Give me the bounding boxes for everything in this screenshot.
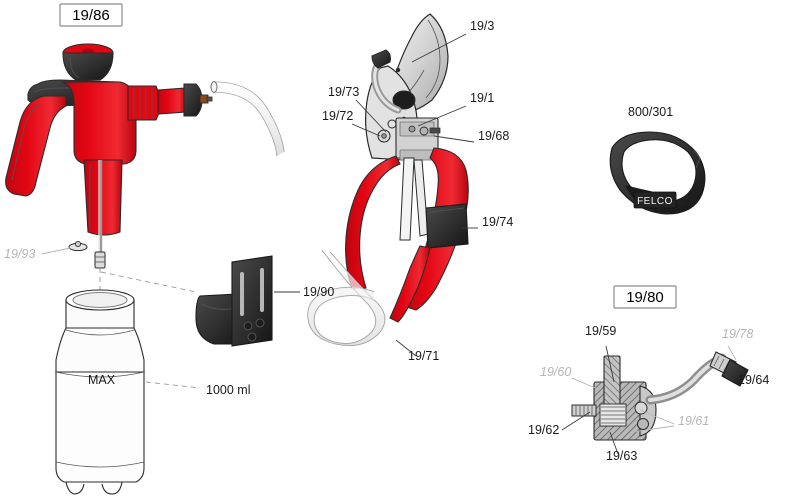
- leader-19-1: [417, 105, 467, 127]
- valve-spring: [599, 403, 627, 427]
- leader-19-68: [433, 135, 475, 143]
- hose-19-71: [307, 249, 386, 347]
- leader-19-64: [721, 373, 735, 381]
- part-19-73: 19/73: [328, 85, 359, 99]
- leader-19-61-b: [631, 425, 675, 433]
- leader-19-71: [395, 339, 417, 357]
- part-19-62: 19/62: [528, 423, 559, 437]
- pruner-assembly: [307, 13, 478, 357]
- leader-19-93: [41, 247, 71, 255]
- part-19-78: 19/78: [722, 327, 753, 341]
- valve-threaded-stub: [571, 404, 597, 417]
- part-19-64: 19/64: [738, 373, 769, 387]
- bottle-max-mark: MAX: [88, 373, 116, 387]
- pruner-valve-block: [377, 117, 441, 161]
- leader-19-60: [571, 377, 601, 391]
- leader-19-62: [561, 411, 591, 431]
- leader-19-78: [727, 345, 737, 361]
- leader-19-72: [351, 123, 381, 137]
- sprayer-outlet-tube: [210, 81, 285, 157]
- leader-19-3: [411, 33, 467, 63]
- part-labels: 19/93 1000 ml 19/90 19/3 19/1 19/73 19/7…: [4, 19, 769, 463]
- part-19-60: 19/60: [540, 365, 571, 379]
- part-19-1: 19/1: [470, 91, 494, 105]
- assembly-line-bracket: [100, 271, 197, 293]
- part-19-93: 19/93: [4, 247, 35, 261]
- leader-19-61-a: [639, 409, 675, 425]
- part-19-72: 19/72: [322, 109, 353, 123]
- leader-19-73: [355, 99, 387, 133]
- part-19-3: 19/3: [470, 19, 494, 33]
- leader-19-63: [609, 431, 619, 455]
- part-19-74: 19/74: [482, 215, 513, 229]
- leader-1000ml: [145, 381, 201, 389]
- part-800-301: 800/301: [628, 105, 673, 119]
- strap-800-301: FELCO: [609, 131, 706, 215]
- group-title-valve-label: 19/80: [626, 289, 664, 306]
- valve-assembly: [561, 345, 749, 455]
- bottle-1000ml: MAX: [55, 289, 201, 495]
- group-title-sprayer-label: 19/86: [72, 7, 110, 24]
- sprayer-assembly: MAX: [5, 43, 300, 495]
- part-19-90: 19/90: [303, 285, 334, 299]
- part-19-59: 19/59: [585, 324, 616, 338]
- bracket-19-90: [195, 255, 300, 347]
- part-19-61: 19/61: [678, 414, 709, 428]
- sprayer-collar: [127, 85, 161, 121]
- leader-19-59: [605, 345, 615, 383]
- part-19-63: 19/63: [606, 449, 637, 463]
- strap-brand-logo: FELCO: [637, 196, 673, 207]
- part-19-93-shape: [68, 240, 88, 252]
- group-title-valve: 19/80: [613, 285, 677, 309]
- part-19-68: 19/68: [478, 129, 509, 143]
- part-19-71: 19/71: [408, 349, 439, 363]
- part-1000ml: 1000 ml: [206, 383, 250, 397]
- group-title-sprayer: 19/86: [59, 3, 123, 27]
